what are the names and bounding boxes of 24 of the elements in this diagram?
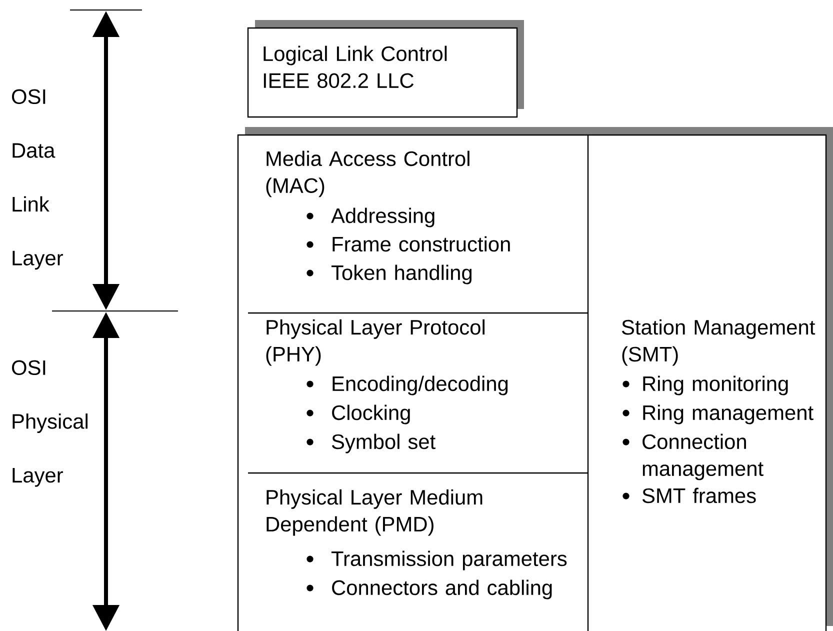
layer-cell: Media Access Control (MAC) Addressing Frame construction Token handling — [266, 150, 510, 284]
layer-label: OSI Physical Layer — [12, 360, 88, 487]
bullet-item: Clocking — [306, 404, 410, 424]
bullet-item: Connectors and cabling — [306, 580, 552, 600]
layer-box: Logical Link Control IEEE 802.2 LLC — [247, 20, 524, 118]
node-label: Station Management (SMT) — [622, 319, 816, 366]
bullet-item: Frame construction — [306, 236, 510, 252]
bullet-item: Connection management — [622, 434, 764, 480]
node-label: Media Access Control (MAC) — [266, 150, 470, 198]
bullet-item: Symbol set — [306, 434, 436, 454]
node-label: Physical Layer Protocol (PHY) — [266, 319, 484, 366]
layer-cell: Physical Layer Medium Dependent (PMD) Transmission parameters Connectors and cabling — [266, 489, 567, 600]
bullet-item: Encoding/decoding — [306, 376, 508, 396]
bullet-item: Transmission parameters — [306, 550, 567, 570]
bullet-item: Ring monitoring — [622, 376, 788, 396]
layer-cell: Physical Layer Protocol (PHY) Encoding/decoding Clocking Symbol set — [266, 319, 508, 454]
bullet-item: Addressing — [306, 208, 434, 228]
bullet-item: Token handling — [306, 264, 472, 284]
container-box — [237, 127, 833, 631]
bullet-item: Ring management — [622, 404, 814, 424]
node-label: Physical Layer Medium Dependent (PMD) — [266, 489, 482, 536]
bullet-item: SMT frames — [622, 488, 756, 504]
layer-cell: Station Management (SMT) Ring monitoring Ring management Connection management SMT frames — [622, 319, 816, 504]
layer-label: OSI Data Link Layer — [12, 89, 63, 270]
